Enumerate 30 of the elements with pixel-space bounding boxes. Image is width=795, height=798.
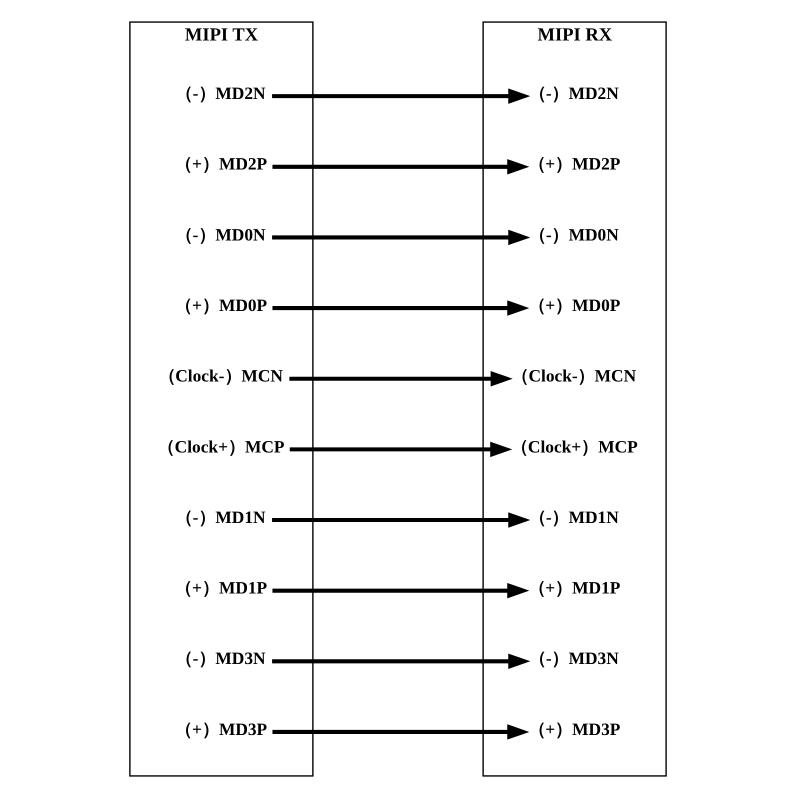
arrow — [272, 724, 529, 740]
arrow — [272, 159, 529, 175]
node-text: （+）MD0P — [528, 296, 620, 315]
node-text: （Clock-）MCN — [158, 366, 282, 386]
arrow — [288, 371, 512, 386]
arrow — [272, 582, 529, 598]
arrow — [272, 654, 530, 670]
arrow — [289, 442, 512, 458]
arrow — [272, 230, 530, 246]
node-text: （-）MD0N — [528, 225, 618, 244]
node-text: （-）MD3N — [175, 649, 266, 668]
node-text: （Clock+）MCP — [157, 437, 284, 456]
node-text: （+）MD3P — [174, 720, 267, 739]
node-text: （+）MD2P — [174, 154, 267, 174]
node-text: （-）MD0N — [175, 225, 266, 244]
node-text: （-）MD3N — [528, 649, 618, 668]
node-text: （-）MD2N — [175, 84, 266, 104]
node-text: （-）MD1N — [528, 508, 618, 527]
node-text: （+）MD1P — [528, 578, 620, 598]
node-text: （+）MD3P — [528, 720, 620, 739]
arrow — [272, 512, 530, 528]
node-text: （Clock+）MCP — [510, 437, 638, 456]
arrow — [272, 88, 530, 104]
node-text: （+）MD1P — [174, 578, 267, 598]
node-text: （+）MD0P — [174, 296, 267, 315]
arrow — [272, 300, 529, 316]
node-text: （-）MD1N — [175, 508, 266, 527]
node-text: （+）MD2P — [528, 154, 620, 174]
node-text: （-）MD2N — [528, 84, 618, 104]
node-text: （Clock-）MCN — [510, 366, 636, 386]
